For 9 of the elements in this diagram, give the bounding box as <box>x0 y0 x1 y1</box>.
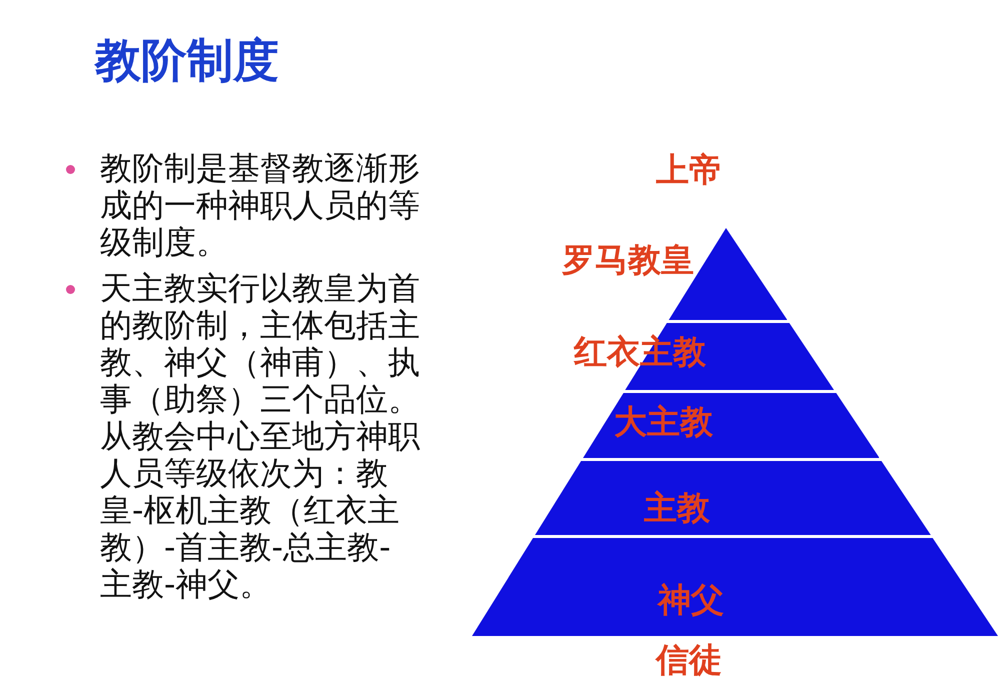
rank-label: 上帝 <box>656 149 722 191</box>
bullet-text: 教阶制是基督教逐渐形成的一种神职人员的等级制度。 <box>100 150 420 261</box>
rank-label: 大主教 <box>614 401 713 443</box>
rank-label: 神父 <box>658 579 724 621</box>
rank-label: 信徒 <box>656 639 722 680</box>
rank-label: 主教 <box>644 487 710 529</box>
bullet-text: 天主教实行以教皇为首的教阶制，主体包括主教、神父（神甫）、执事（助祭）三个品位。从教会中心至地方神职人员等级依次为：教皇-枢机主教（红衣主教）-首主教-总主教-主教-神父。 <box>100 270 420 603</box>
rank-label: 罗马教皇 <box>562 239 694 281</box>
slide-title: 教阶制度 <box>95 32 279 89</box>
